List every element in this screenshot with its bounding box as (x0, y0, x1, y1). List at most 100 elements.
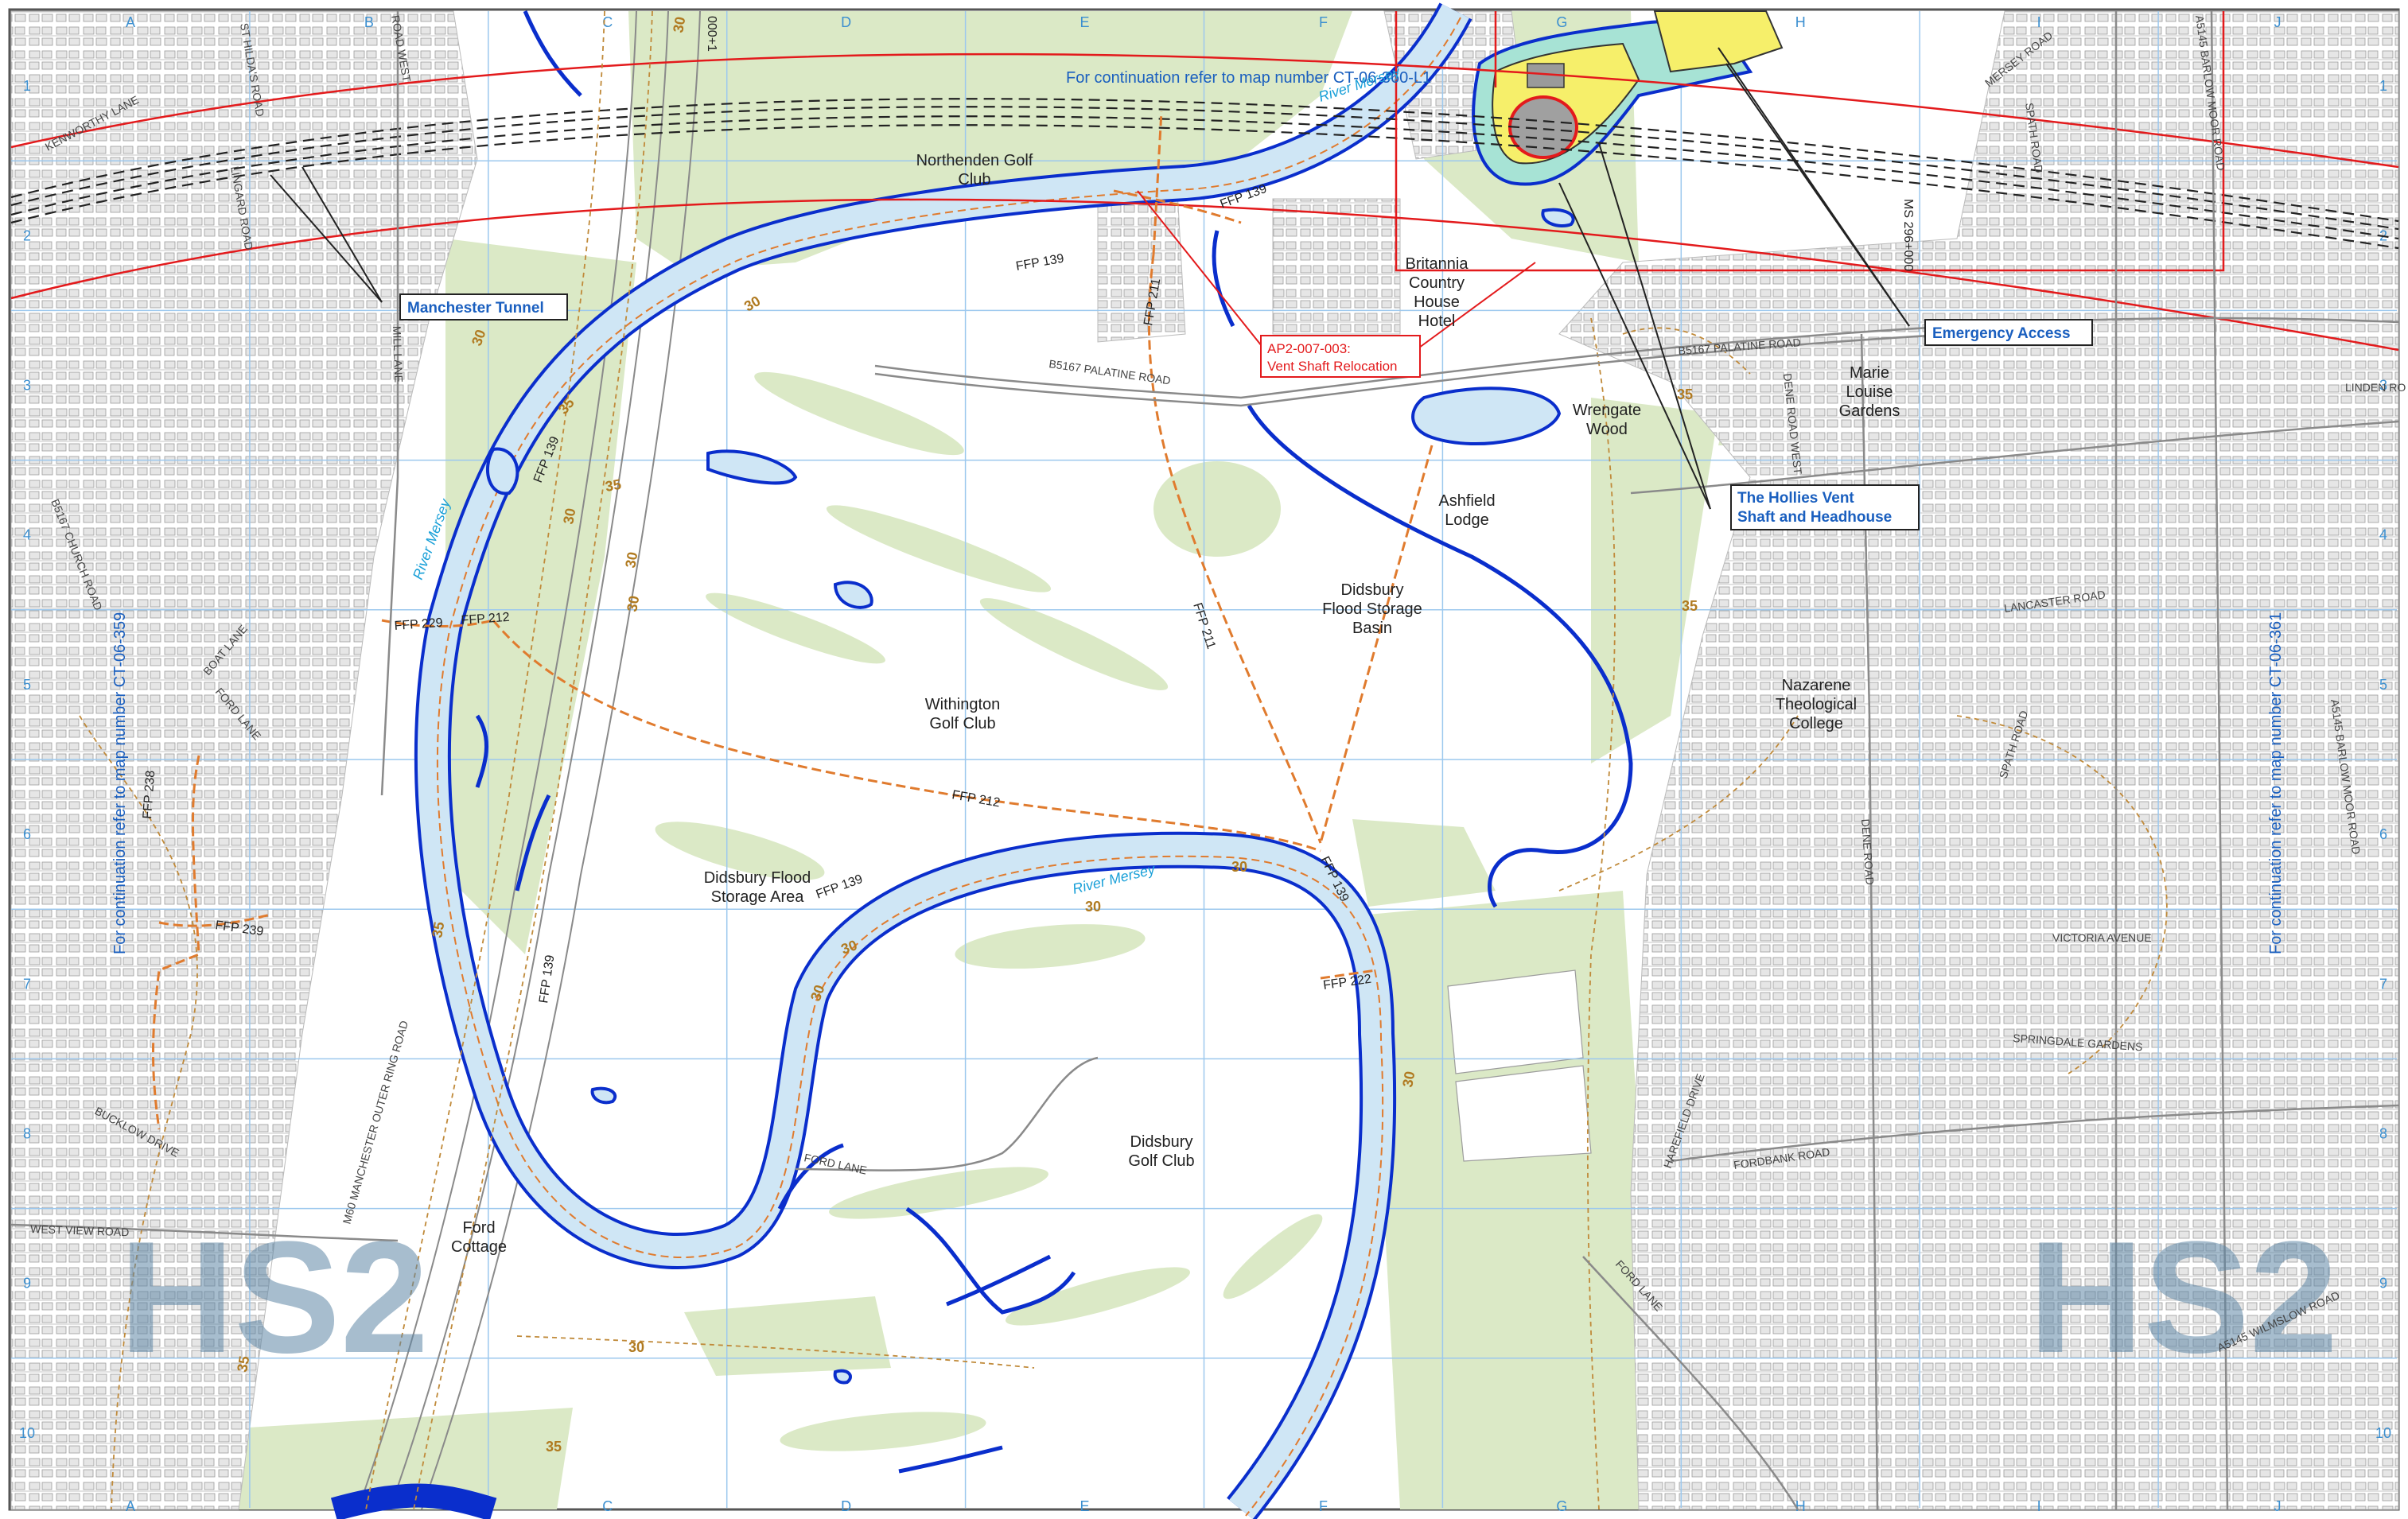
place-marie-3: Gardens (1839, 402, 1900, 420)
grid-column-label-bottom: G (1556, 1498, 1567, 1514)
place-ford-cottage-1: Ford (462, 1219, 495, 1237)
grid-column-label-top: B (364, 14, 374, 30)
place-wrengate-1: Wrengate (1573, 402, 1641, 419)
grid-row-label-left: 7 (23, 976, 31, 992)
place-britannia-3: House (1414, 293, 1460, 311)
contour-label-11: 35 (1677, 387, 1693, 402)
hs2-watermark-right: HS2 (2029, 1209, 2338, 1386)
place-basin-3: Basin (1352, 620, 1392, 637)
place-didsbury-golf-1: Didsbury (1130, 1133, 1193, 1151)
grid-column-label-top: J (2274, 14, 2282, 30)
roads (10, 10, 2399, 1510)
contour-label-7: 30 (624, 594, 642, 612)
continuation-right-text: For continuation refer to map number CT-… (2267, 612, 2285, 954)
grid-column-label-bottom: C (602, 1498, 613, 1514)
grid-row-label-left: 3 (23, 378, 31, 394)
continuation-top-text: For continuation refer to map number CT-… (1066, 69, 1431, 87)
place-northenden-1: Northenden Golf (916, 152, 1033, 169)
grid-column-label-bottom: E (1080, 1498, 1090, 1514)
grid-column-label-bottom: D (841, 1498, 851, 1514)
place-ford-cottage-2: Cottage (451, 1238, 507, 1256)
grid-row-label-left: 8 (23, 1126, 31, 1142)
open-fields (1447, 969, 1592, 1162)
grid-row-label-right: 6 (2379, 826, 2387, 842)
grid-column-label-bottom: F (1319, 1498, 1328, 1514)
place-britannia-4: Hotel (1418, 313, 1456, 330)
place-storage-area-1: Didsbury Flood (704, 869, 811, 887)
contour-label-6: 30 (622, 550, 640, 569)
place-didsbury-golf-2: Golf Club (1128, 1152, 1194, 1170)
ffp229: FFP 229 (394, 616, 443, 633)
contour-label-4: 35 (604, 476, 622, 495)
place-wrengate-2: Wood (1586, 421, 1628, 438)
ponds (485, 208, 1575, 1385)
place-nazarene-2: Theological (1776, 696, 1857, 713)
grid-row-label-right: 3 (2379, 378, 2387, 394)
watercourses (475, 10, 1633, 1474)
contour-label-16: 35 (234, 1354, 252, 1373)
continuation-left-text: For continuation refer to map number CT-… (111, 612, 129, 954)
contour-label-5: 30 (560, 507, 578, 525)
grid-column-label-bottom: H (1795, 1498, 1806, 1514)
grid-row-label-left: 2 (23, 227, 31, 243)
place-names: Northenden Golf Club Britannia Country H… (451, 152, 1900, 1256)
place-marie-1: Marie (1850, 364, 1889, 382)
grid-row-label-left: 1 (23, 78, 31, 94)
contour-label-15: 35 (429, 920, 447, 938)
river-mersey (330, 2, 1472, 1519)
place-nazarene-1: Nazarene (1782, 677, 1851, 694)
manchester-tunnel-label: Manchester Tunnel (407, 300, 544, 317)
built-up-areas (10, 10, 2399, 1510)
fairways (655, 371, 1323, 1451)
railway-corridor (357, 10, 701, 1510)
contour-label-9: 30 (1231, 859, 1247, 875)
ffp238: FFP 238 (141, 770, 158, 819)
tunnel-alignment (10, 98, 2399, 250)
contour-label-14: 35 (1682, 598, 1698, 614)
grid-row-label-left: 4 (23, 527, 31, 543)
place-britannia-1: Britannia (1406, 255, 1469, 273)
contour-lines (79, 10, 2168, 1510)
contour-label-10: 30 (1085, 899, 1101, 915)
road-linden: LINDEN RO (2345, 381, 2406, 394)
place-marie-2: Louise (1846, 383, 1893, 401)
grid-row-label-left: 10 (19, 1425, 35, 1441)
ap2-label-line2: Vent Shaft Relocation (1267, 359, 1398, 374)
contour-label-18: 30 (1399, 1070, 1418, 1088)
grid-column-label-top: E (1080, 14, 1090, 30)
place-basin-2: Flood Storage (1322, 600, 1422, 618)
callout-leaders-red (1137, 190, 1536, 351)
place-northenden-2: Club (958, 171, 990, 188)
grid-column-label-top: H (1795, 14, 1806, 30)
chainage-top: 000+1 (705, 16, 718, 52)
place-withington-2: Golf Club (929, 715, 995, 732)
road-west-view: WEST VIEW ROAD (30, 1222, 130, 1238)
grid-row-label-right: 5 (2379, 677, 2387, 693)
chainage-ms: MS 296+000 (1901, 199, 1915, 271)
grid-column-label-bottom: J (2274, 1498, 2282, 1514)
place-nazarene-3: College (1789, 715, 1843, 732)
contour-label-1: 30 (670, 15, 688, 33)
grid-column-label-bottom: I (2037, 1498, 2041, 1514)
grid-row-label-right: 1 (2379, 78, 2387, 94)
hollies-vent-label-line1: The Hollies Vent (1737, 490, 1854, 507)
place-withington-1: Withington (925, 696, 1001, 713)
grid-row-label-left: 6 (23, 826, 31, 842)
grid-column-label-top: D (841, 14, 851, 30)
grid-row-label-right: 10 (2375, 1425, 2391, 1441)
grid-column-label-top: I (2037, 14, 2041, 30)
hollies-vent-label-line2: Shaft and Headhouse (1737, 509, 1892, 526)
grid-column-label-bottom: A (126, 1498, 135, 1514)
grid-row-label-left: 9 (23, 1276, 31, 1292)
grid-column-label-top: A (126, 14, 135, 30)
grid-row-label-right: 7 (2379, 976, 2387, 992)
place-basin-1: Didsbury (1341, 581, 1404, 599)
grid-row-label-right: 8 (2379, 1126, 2387, 1142)
grid-row-label-right: 9 (2379, 1276, 2387, 1292)
road-mill-lane: MILL LANE (391, 326, 405, 383)
footpaths (152, 111, 1434, 1130)
grid-column-label-top: G (1556, 14, 1567, 30)
grid-column-label-top: C (602, 14, 613, 30)
